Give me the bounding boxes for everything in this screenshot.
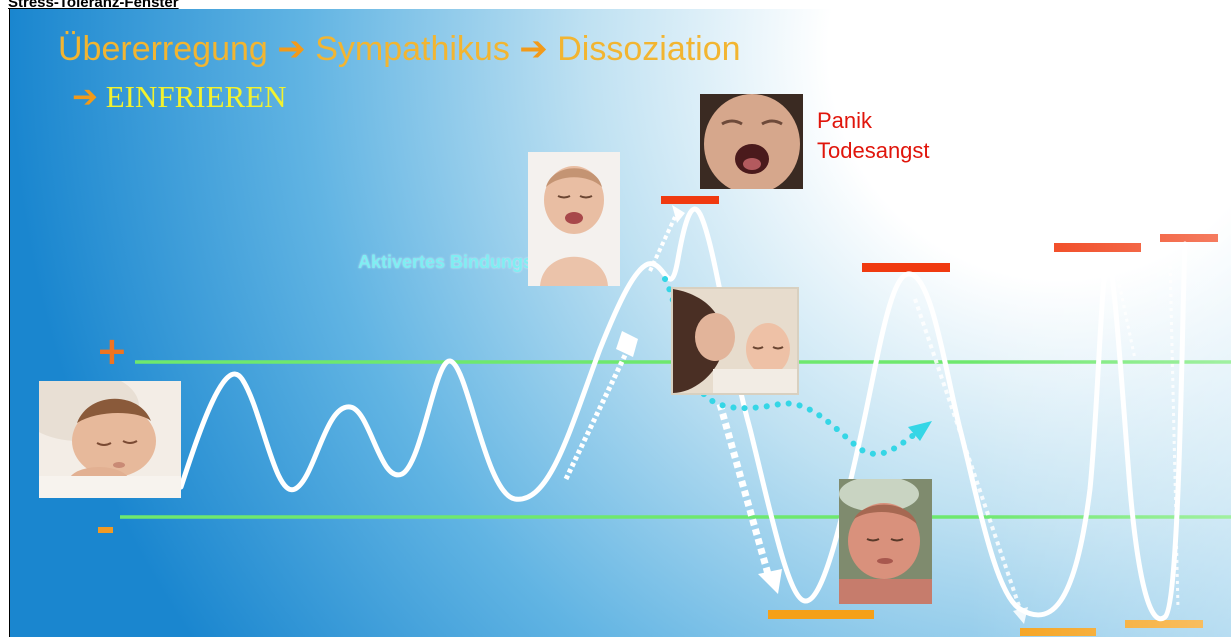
sleeping-baby-photo <box>39 381 181 498</box>
arrow-right-icon: ➔ <box>72 79 98 115</box>
todesangst-text: Todesangst <box>817 136 930 166</box>
upper-limit-bar <box>862 263 950 272</box>
stress-window-slide: Übererregung ➔ Sympathikus ➔ Dissoziatio… <box>9 9 1231 637</box>
title-line-1: Übererregung ➔ Sympathikus ➔ Dissoziatio… <box>58 29 741 69</box>
screaming-baby-photo <box>700 94 803 189</box>
right-fade-overlay <box>970 9 1231 637</box>
newborn-photo <box>839 479 932 604</box>
title-einfrieren: EINFRIEREN <box>106 79 287 114</box>
title-dissoziation: Dissoziation <box>557 30 740 68</box>
title-uebererregung: Übererregung <box>58 30 268 68</box>
plus-sign: + <box>96 332 128 370</box>
minus-sign <box>98 527 113 533</box>
arrow-right-icon: ➔ <box>519 29 548 69</box>
upper-limit-bar <box>661 196 719 204</box>
arrow-right-icon: ➔ <box>277 29 306 69</box>
crying-baby-photo <box>528 152 620 286</box>
panik-text: Panik <box>817 106 930 136</box>
panic-label: Panik Todesangst <box>817 106 930 166</box>
lower-limit-bar <box>768 610 874 619</box>
mother-baby-photo <box>671 287 799 395</box>
title-line-2: ➔ EINFRIEREN <box>72 79 287 115</box>
title-sympathikus: Sympathikus <box>315 30 510 68</box>
